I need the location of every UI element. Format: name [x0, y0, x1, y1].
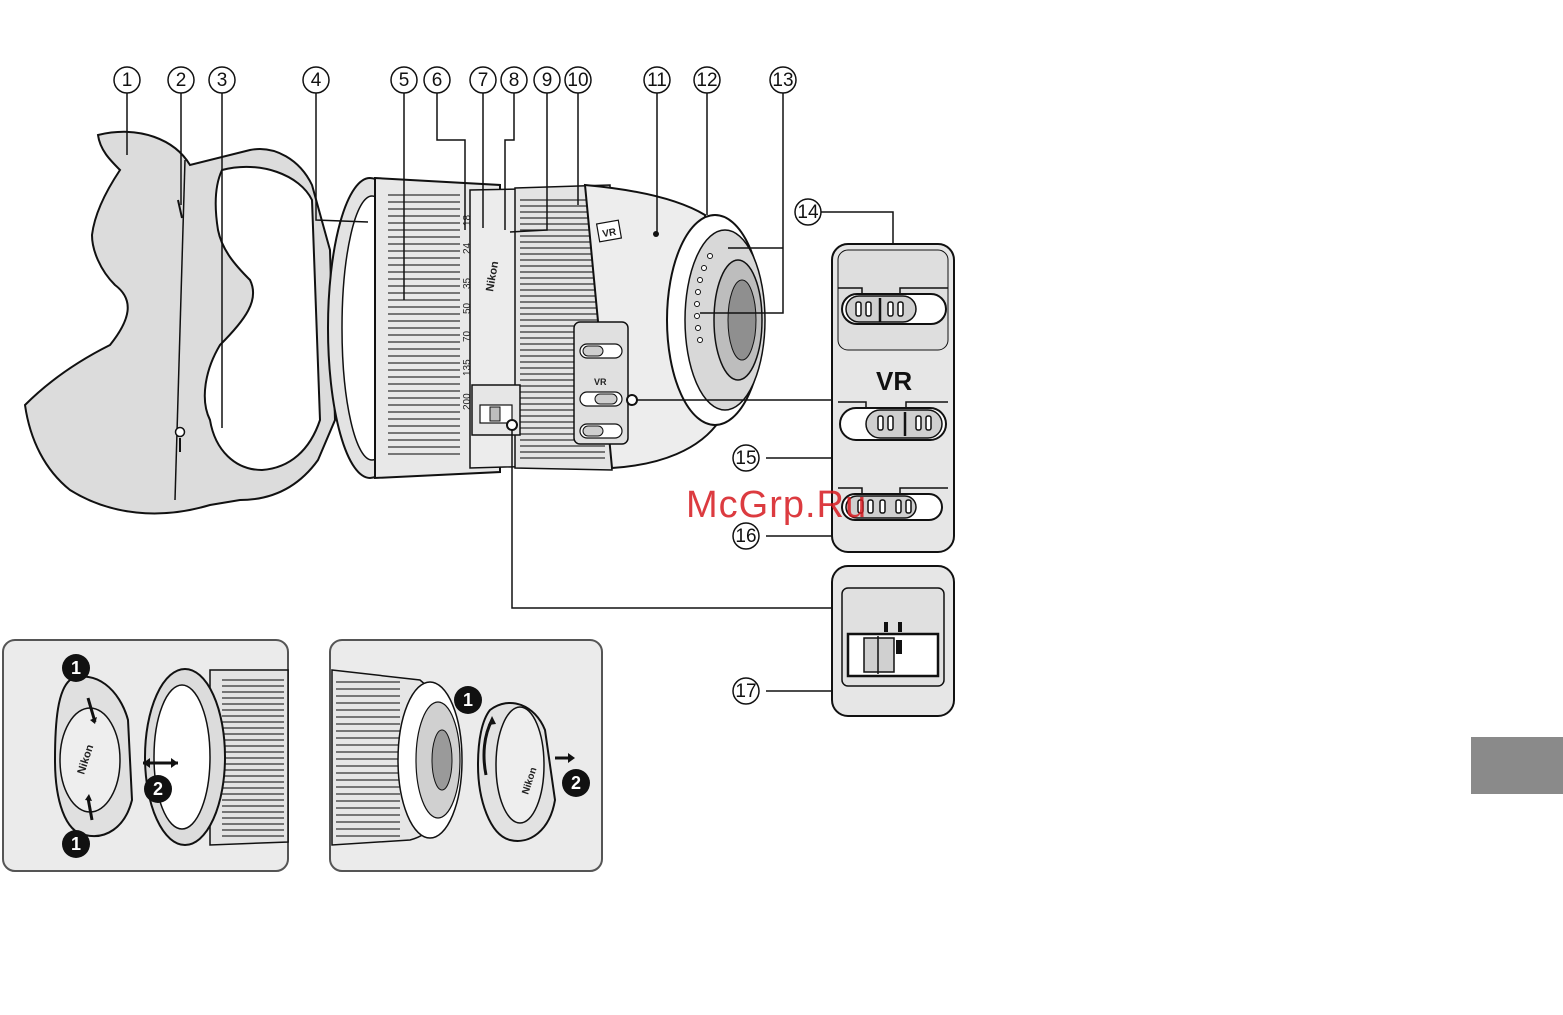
callout-6: 6: [424, 67, 450, 93]
vr-panel-label: VR: [876, 366, 912, 396]
callout-label-8: 8: [509, 70, 520, 91]
barrel-switch-panel: VR: [574, 322, 628, 444]
watermark: McGrp.Ru: [686, 484, 867, 527]
zoom-lock-detail-panel: [832, 566, 954, 716]
lens-hood: [25, 132, 335, 514]
zoom-mark-35: 35: [462, 277, 473, 289]
callout-3: 3: [209, 67, 235, 93]
step-badge-1b: 1: [71, 834, 81, 854]
zoom-mark-70: 70: [462, 330, 473, 342]
callout-label-16: 16: [735, 526, 756, 547]
callout-label-11: 11: [647, 70, 667, 91]
callout-15: 15: [733, 445, 759, 471]
callout-7: 7: [470, 67, 496, 93]
callout-12: 12: [694, 67, 720, 93]
step-badge-2a: 2: [153, 779, 163, 799]
zoom-mark-24: 24: [462, 242, 473, 254]
callout-1: 1: [114, 67, 140, 93]
callout-label-6: 6: [432, 70, 443, 91]
callout-10: 10: [565, 67, 591, 93]
callout-label-3: 3: [217, 70, 228, 91]
callout-label-17: 17: [735, 681, 756, 702]
callout-2: 2: [168, 67, 194, 93]
barrel-vr-label: VR: [594, 377, 607, 387]
callout-label-14: 14: [797, 202, 819, 223]
callout-4: 4: [303, 67, 329, 93]
callout-label-12: 12: [696, 70, 717, 91]
zoom-mark-18: 18: [462, 214, 473, 226]
callout-label-13: 13: [772, 70, 793, 91]
step-badge-2b: 2: [571, 773, 581, 793]
callout-9: 9: [534, 67, 560, 93]
callout-label-1: 1: [122, 70, 133, 91]
callout-14: 14: [795, 199, 821, 225]
callout-label-4: 4: [311, 70, 322, 91]
page-side-tab: [1471, 737, 1563, 794]
callout-label-15: 15: [735, 448, 756, 469]
callout-label-2: 2: [176, 70, 187, 91]
cap-panel-grip: [222, 680, 284, 836]
callout-17: 17: [733, 678, 759, 704]
callout-label-7: 7: [478, 70, 489, 91]
rear-cap-panel: Nikon: [330, 640, 602, 871]
zoom-mark-135: 135: [462, 359, 473, 376]
callout-label-9: 9: [542, 70, 553, 91]
callout-label-5: 5: [399, 70, 410, 91]
callout-11: 11: [644, 67, 670, 93]
callout-5: 5: [391, 67, 417, 93]
step-badge-1c: 1: [463, 690, 473, 710]
callout-label-10: 10: [567, 70, 588, 91]
front-cap-panel: Nikon: [3, 640, 288, 871]
step-badge-1a: 1: [71, 658, 81, 678]
zoom-mark-50: 50: [462, 302, 473, 314]
callout-13: 13: [770, 67, 796, 93]
callout-8: 8: [501, 67, 527, 93]
